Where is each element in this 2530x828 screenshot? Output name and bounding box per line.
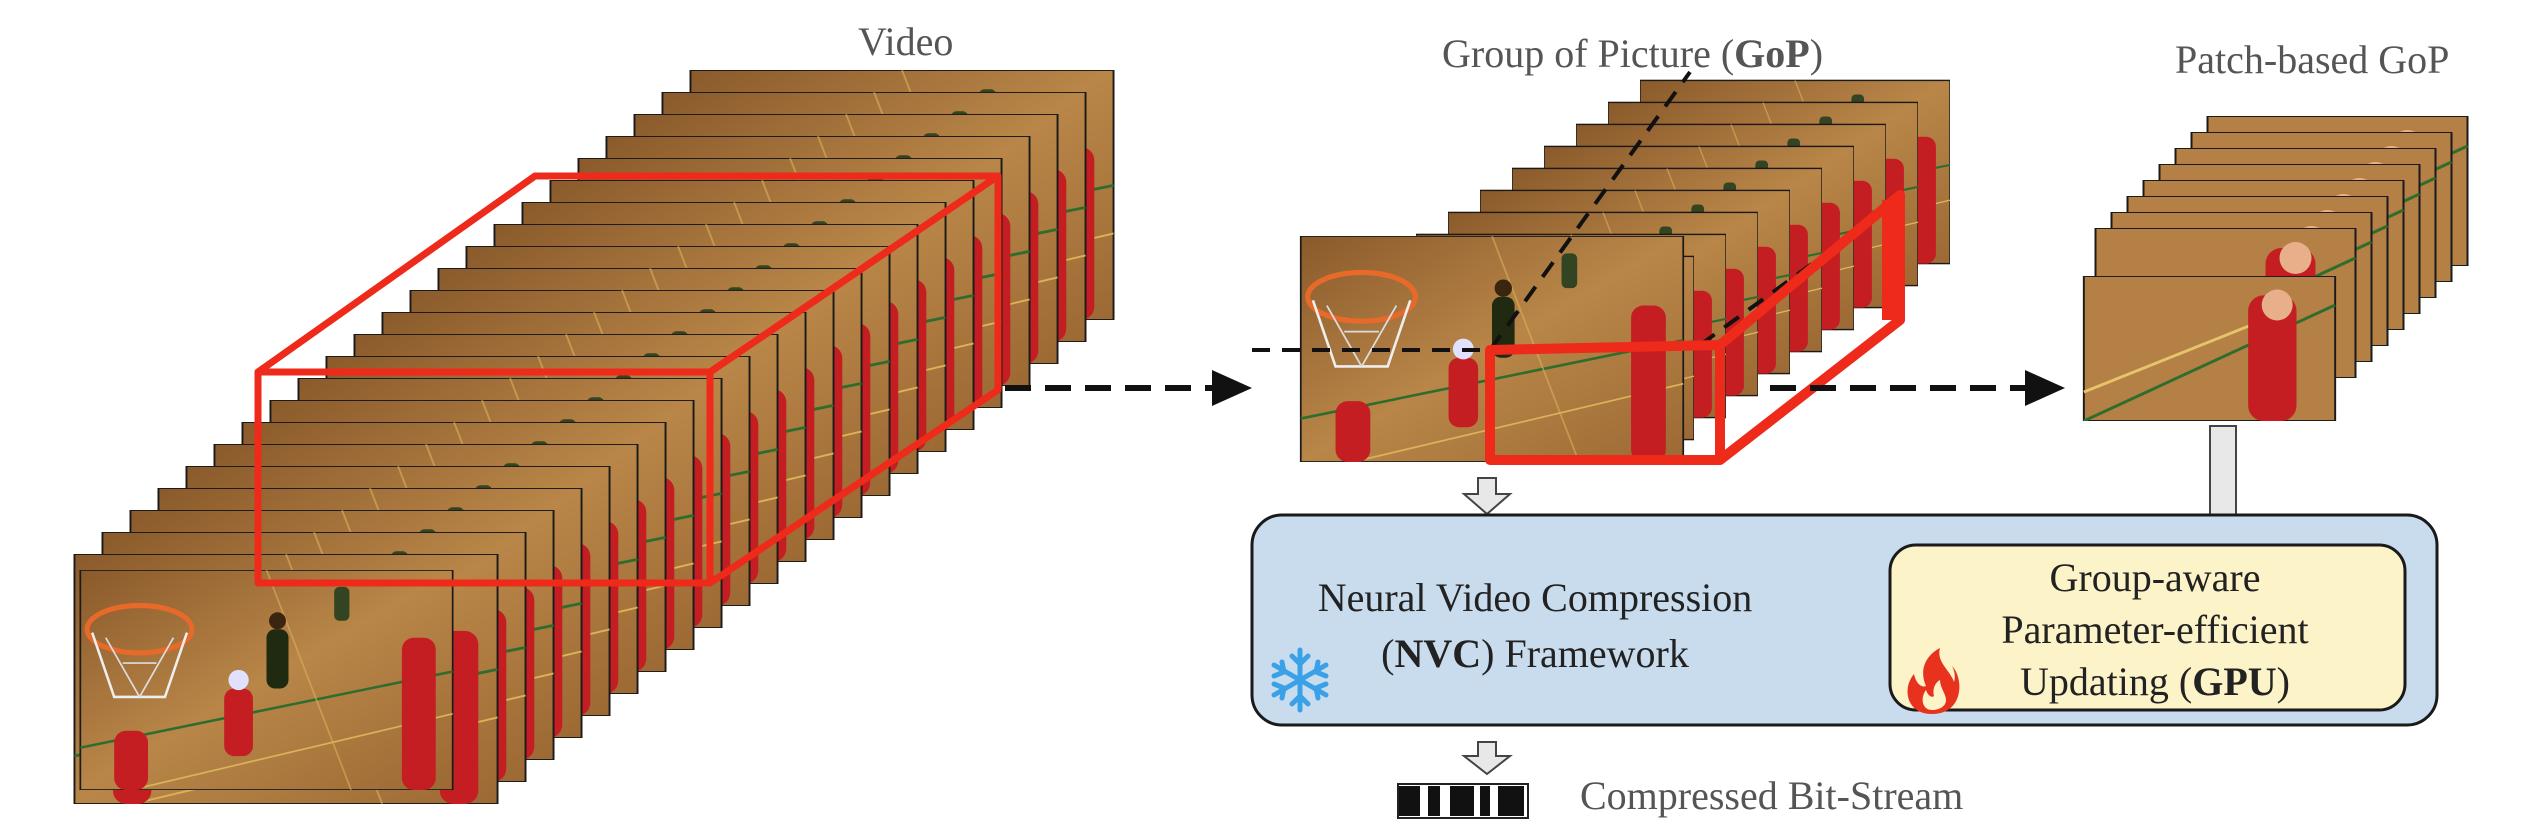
gpu-module-box: [1888, 543, 2407, 712]
gpu-line-2: Parameter-efficient: [2001, 607, 2309, 652]
nvc-line-1: Neural Video Compression: [1317, 575, 1753, 620]
right-arrow-icon: [1770, 370, 2065, 406]
flame-icon: [1907, 648, 1960, 714]
right-arrow-icon: [1005, 370, 1252, 406]
nvc-line-2-suffix: ) Framework: [1481, 631, 1689, 676]
gpu-line-3-suffix: ): [2276, 659, 2290, 704]
gpu-line-3-bold: GPU: [2192, 659, 2277, 704]
down-arrow-icon: [1461, 477, 1513, 516]
nvc-line-2-prefix: (: [1381, 631, 1395, 676]
gpu-line-3-prefix: Updating (: [2020, 659, 2193, 704]
video-frame-stack: [74, 70, 1113, 804]
gop-label-prefix: Group of Picture (: [1442, 31, 1735, 76]
video-label: Video: [858, 19, 954, 64]
gop-label-suffix: ): [1809, 31, 1824, 76]
gop-patch-highlight-box: [1485, 190, 1905, 465]
patch-gop-label: Patch-based GoP: [2175, 37, 2450, 82]
gpu-line-3: Updating (GPU): [1905, 656, 2405, 708]
gpu-line-1: Group-aware: [2049, 555, 2261, 600]
gop-label: Group of Picture (GoP): [1442, 30, 1823, 77]
gop-frame-stack: [1301, 80, 1950, 462]
nvc-line-2-bold: NVC: [1394, 631, 1482, 676]
bitstream-label: Compressed Bit-Stream: [1580, 773, 1964, 818]
snowflake-icon: [1271, 647, 1329, 713]
nvc-label: Neural Video Compression (NVC) Framework: [1255, 570, 1815, 682]
nvc-line-2: (NVC) Framework: [1255, 626, 1815, 682]
gpu-label: Group-aware Parameter-efficient Updating…: [1905, 552, 2405, 708]
down-arrow-icon: [1461, 741, 1513, 776]
gop-label-bold: GoP: [1734, 31, 1810, 76]
video-gop-highlight-box: [254, 172, 1002, 587]
bitstream-icon: [1397, 783, 1529, 819]
patch-gop-stack: [2082, 116, 2470, 421]
